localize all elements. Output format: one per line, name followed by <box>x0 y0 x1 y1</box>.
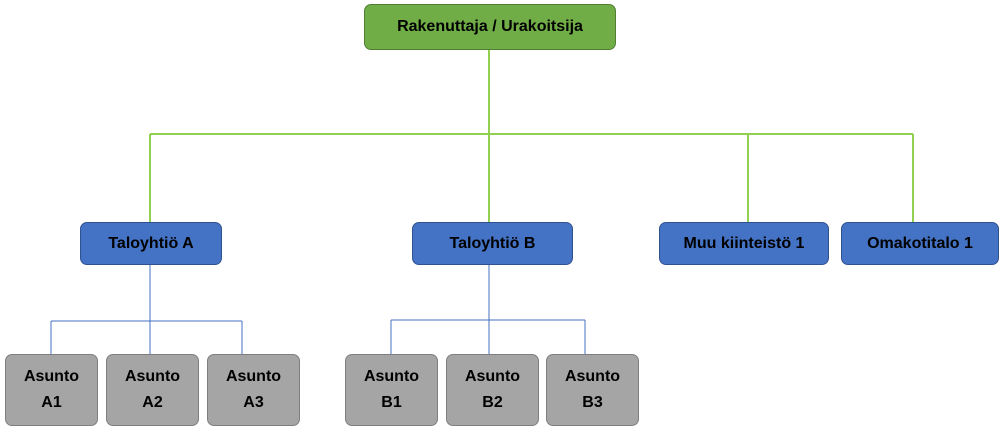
unit-node-b1[interactable]: Asunto B1 <box>345 354 438 426</box>
unit-node-b3[interactable]: Asunto B3 <box>546 354 639 426</box>
root-node[interactable]: Rakenuttaja / Urakoitsija <box>364 4 616 50</box>
unit-node-a1[interactable]: Asunto A1 <box>5 354 98 426</box>
building-node-taloyhtio-b[interactable]: Taloyhtiö B <box>412 222 573 265</box>
building-node-taloyhtio-a[interactable]: Taloyhtiö A <box>80 222 222 265</box>
building-node-omakotitalo[interactable]: Omakotitalo 1 <box>841 222 999 265</box>
unit-node-b2[interactable]: Asunto B2 <box>446 354 539 426</box>
unit-node-a2[interactable]: Asunto A2 <box>106 354 199 426</box>
building-node-muu-kiinteisto[interactable]: Muu kiinteistö 1 <box>659 222 829 265</box>
unit-node-a3[interactable]: Asunto A3 <box>207 354 300 426</box>
